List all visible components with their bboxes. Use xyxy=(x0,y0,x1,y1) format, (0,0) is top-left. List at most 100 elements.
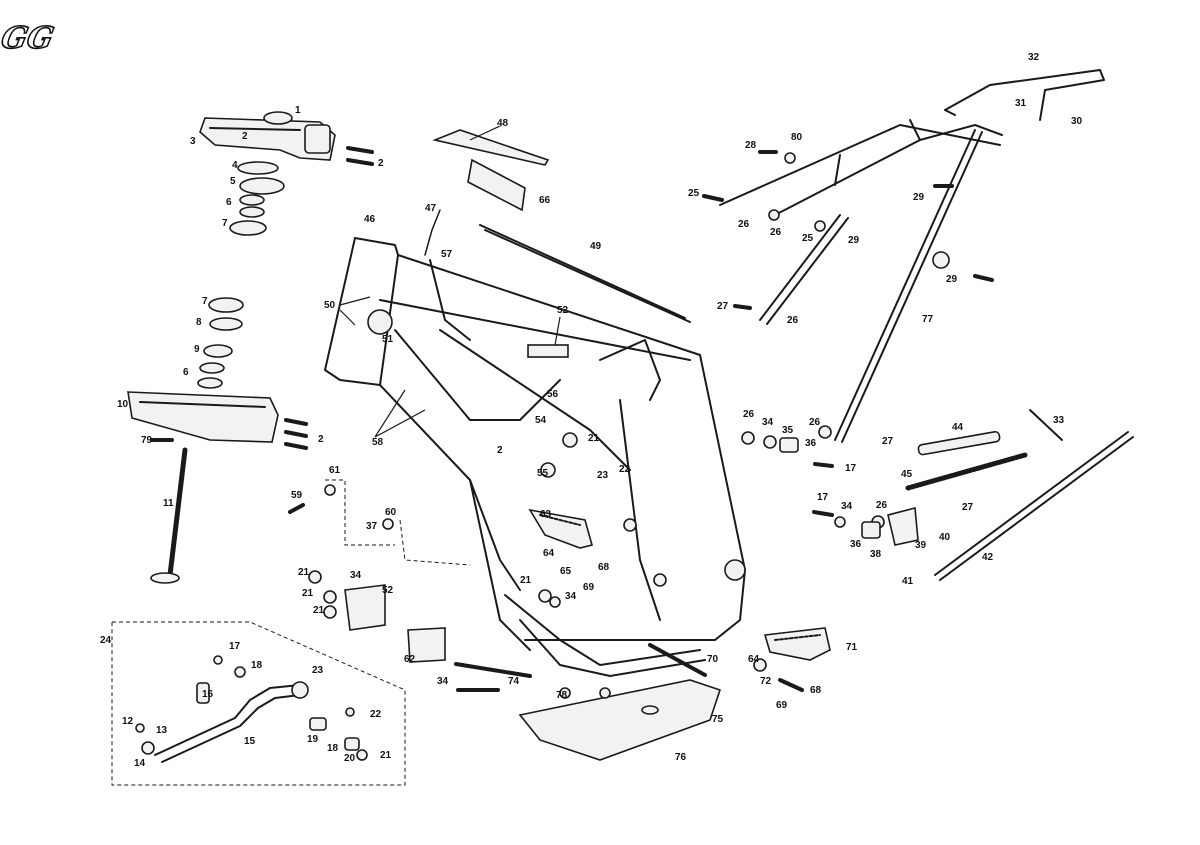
part-number-label: 48 xyxy=(497,118,509,129)
bracket-62-right xyxy=(407,627,446,663)
part-number-label: 32 xyxy=(1028,52,1040,63)
part-number-label: 34 xyxy=(565,591,577,602)
part-number-label: 15 xyxy=(244,736,256,747)
part-number-label: 30 xyxy=(1071,116,1083,127)
part-number-label: 17 xyxy=(845,463,857,474)
part-number-label: 50 xyxy=(324,300,336,311)
brand-logo: GG xyxy=(0,20,58,56)
part-number-label: 26 xyxy=(787,315,799,326)
tube-44 xyxy=(917,430,1001,456)
bearing-stack-upper xyxy=(229,161,285,236)
part-number-label: 46 xyxy=(364,214,376,225)
part-number-label: 3 xyxy=(190,136,196,147)
part-number-label: 51 xyxy=(382,334,394,345)
part-number-label: 57 xyxy=(441,249,453,260)
part-number-label: 56 xyxy=(547,389,559,400)
skid-plate xyxy=(518,679,722,761)
part-number-label: 21 xyxy=(588,433,600,444)
part-number-label: 58 xyxy=(372,437,384,448)
part-number-label: 18 xyxy=(251,660,263,671)
part-number-label: 71 xyxy=(846,642,858,653)
part-number-label: 25 xyxy=(688,188,700,199)
part-number-label: 75 xyxy=(712,714,724,725)
part-number-label: 2 xyxy=(497,445,503,456)
rods-49 xyxy=(479,224,691,323)
part-number-label: 22 xyxy=(370,709,382,720)
part-number-label: 4 xyxy=(232,160,238,171)
part-number-label: 68 xyxy=(598,562,610,573)
nuts-washers xyxy=(308,152,950,699)
svg-text:GG: GG xyxy=(0,21,57,56)
part-number-label: 34 xyxy=(841,501,853,512)
part-number-label: 26 xyxy=(876,500,888,511)
part-number-label: 40 xyxy=(939,532,951,543)
part-number-label: 22 xyxy=(619,464,631,475)
rear-subframe xyxy=(719,69,1105,443)
part-number-label: 8 xyxy=(196,317,202,328)
part-number-label: 80 xyxy=(791,132,803,143)
part-number-label: 2 xyxy=(242,131,248,142)
part-number-label: 12 xyxy=(122,716,134,727)
shift-lever-group xyxy=(111,621,406,786)
part-number-label: 42 xyxy=(982,552,994,563)
part-number-label: 10 xyxy=(117,399,129,410)
part-number-label: 17 xyxy=(229,641,241,652)
part-number-label: 61 xyxy=(329,465,341,476)
part-number-label: 24 xyxy=(100,635,112,646)
part-number-label: 49 xyxy=(590,241,602,252)
part-number-label: 26 xyxy=(809,417,821,428)
bracket-62-left xyxy=(344,584,386,631)
part-number-label: 55 xyxy=(537,468,549,479)
part-number-label: 60 xyxy=(385,507,397,518)
part-number-label: 21 xyxy=(298,567,310,578)
part-number-label: 33 xyxy=(1053,415,1065,426)
footpeg-left xyxy=(528,508,593,549)
part-number-label: 23 xyxy=(597,470,609,481)
part-number-label: 63 xyxy=(540,509,552,520)
part-number-label: 76 xyxy=(675,752,687,763)
part-number-label: 29 xyxy=(946,274,958,285)
part-number-label: 62 xyxy=(404,654,416,665)
part-number-label: 77 xyxy=(922,314,934,325)
bracket-39 xyxy=(887,506,919,546)
part-number-label: 78 xyxy=(556,690,568,701)
spring-45 xyxy=(905,452,1028,491)
part-number-label: 69 xyxy=(776,700,788,711)
lower-triple-clamp xyxy=(127,391,279,443)
part-number-label: 6 xyxy=(226,197,232,208)
part-number-label: 69 xyxy=(583,582,595,593)
guide-lines xyxy=(325,125,561,566)
part-number-label: 59 xyxy=(291,490,303,501)
part-number-label: 38 xyxy=(870,549,882,560)
footpeg-right xyxy=(763,627,831,661)
steering-stem xyxy=(150,447,188,584)
part-number-label: 54 xyxy=(535,415,547,426)
part-number-label: 20 xyxy=(344,753,356,764)
part-number-label: 27 xyxy=(882,436,894,447)
part-number-label: 28 xyxy=(745,140,757,151)
part-number-label: 47 xyxy=(425,203,437,214)
part-number-label: 34 xyxy=(762,417,774,428)
part-number-label: 26 xyxy=(738,219,750,230)
part-number-label: 52 xyxy=(382,585,394,596)
part-number-label: 35 xyxy=(782,425,794,436)
protector-strip xyxy=(432,129,550,166)
part-number-label: 17 xyxy=(817,492,829,503)
part-number-label: 6 xyxy=(183,367,189,378)
part-number-label: 21 xyxy=(520,575,532,586)
part-number-label: 21 xyxy=(302,588,314,599)
part-number-label: 74 xyxy=(508,676,520,687)
part-number-label: 2 xyxy=(378,158,384,169)
part-number-label: 7 xyxy=(222,218,228,229)
part-number-label: 26 xyxy=(743,409,755,420)
part-number-label: 26 xyxy=(770,227,782,238)
part-number-label: 9 xyxy=(194,344,200,355)
part-number-label: 13 xyxy=(156,725,168,736)
chain-guide-66 xyxy=(467,158,526,212)
part-number-label: 39 xyxy=(915,540,927,551)
part-number-label: 64 xyxy=(748,654,760,665)
upper-triple-clamp xyxy=(199,111,336,161)
part-number-label: 29 xyxy=(848,235,860,246)
